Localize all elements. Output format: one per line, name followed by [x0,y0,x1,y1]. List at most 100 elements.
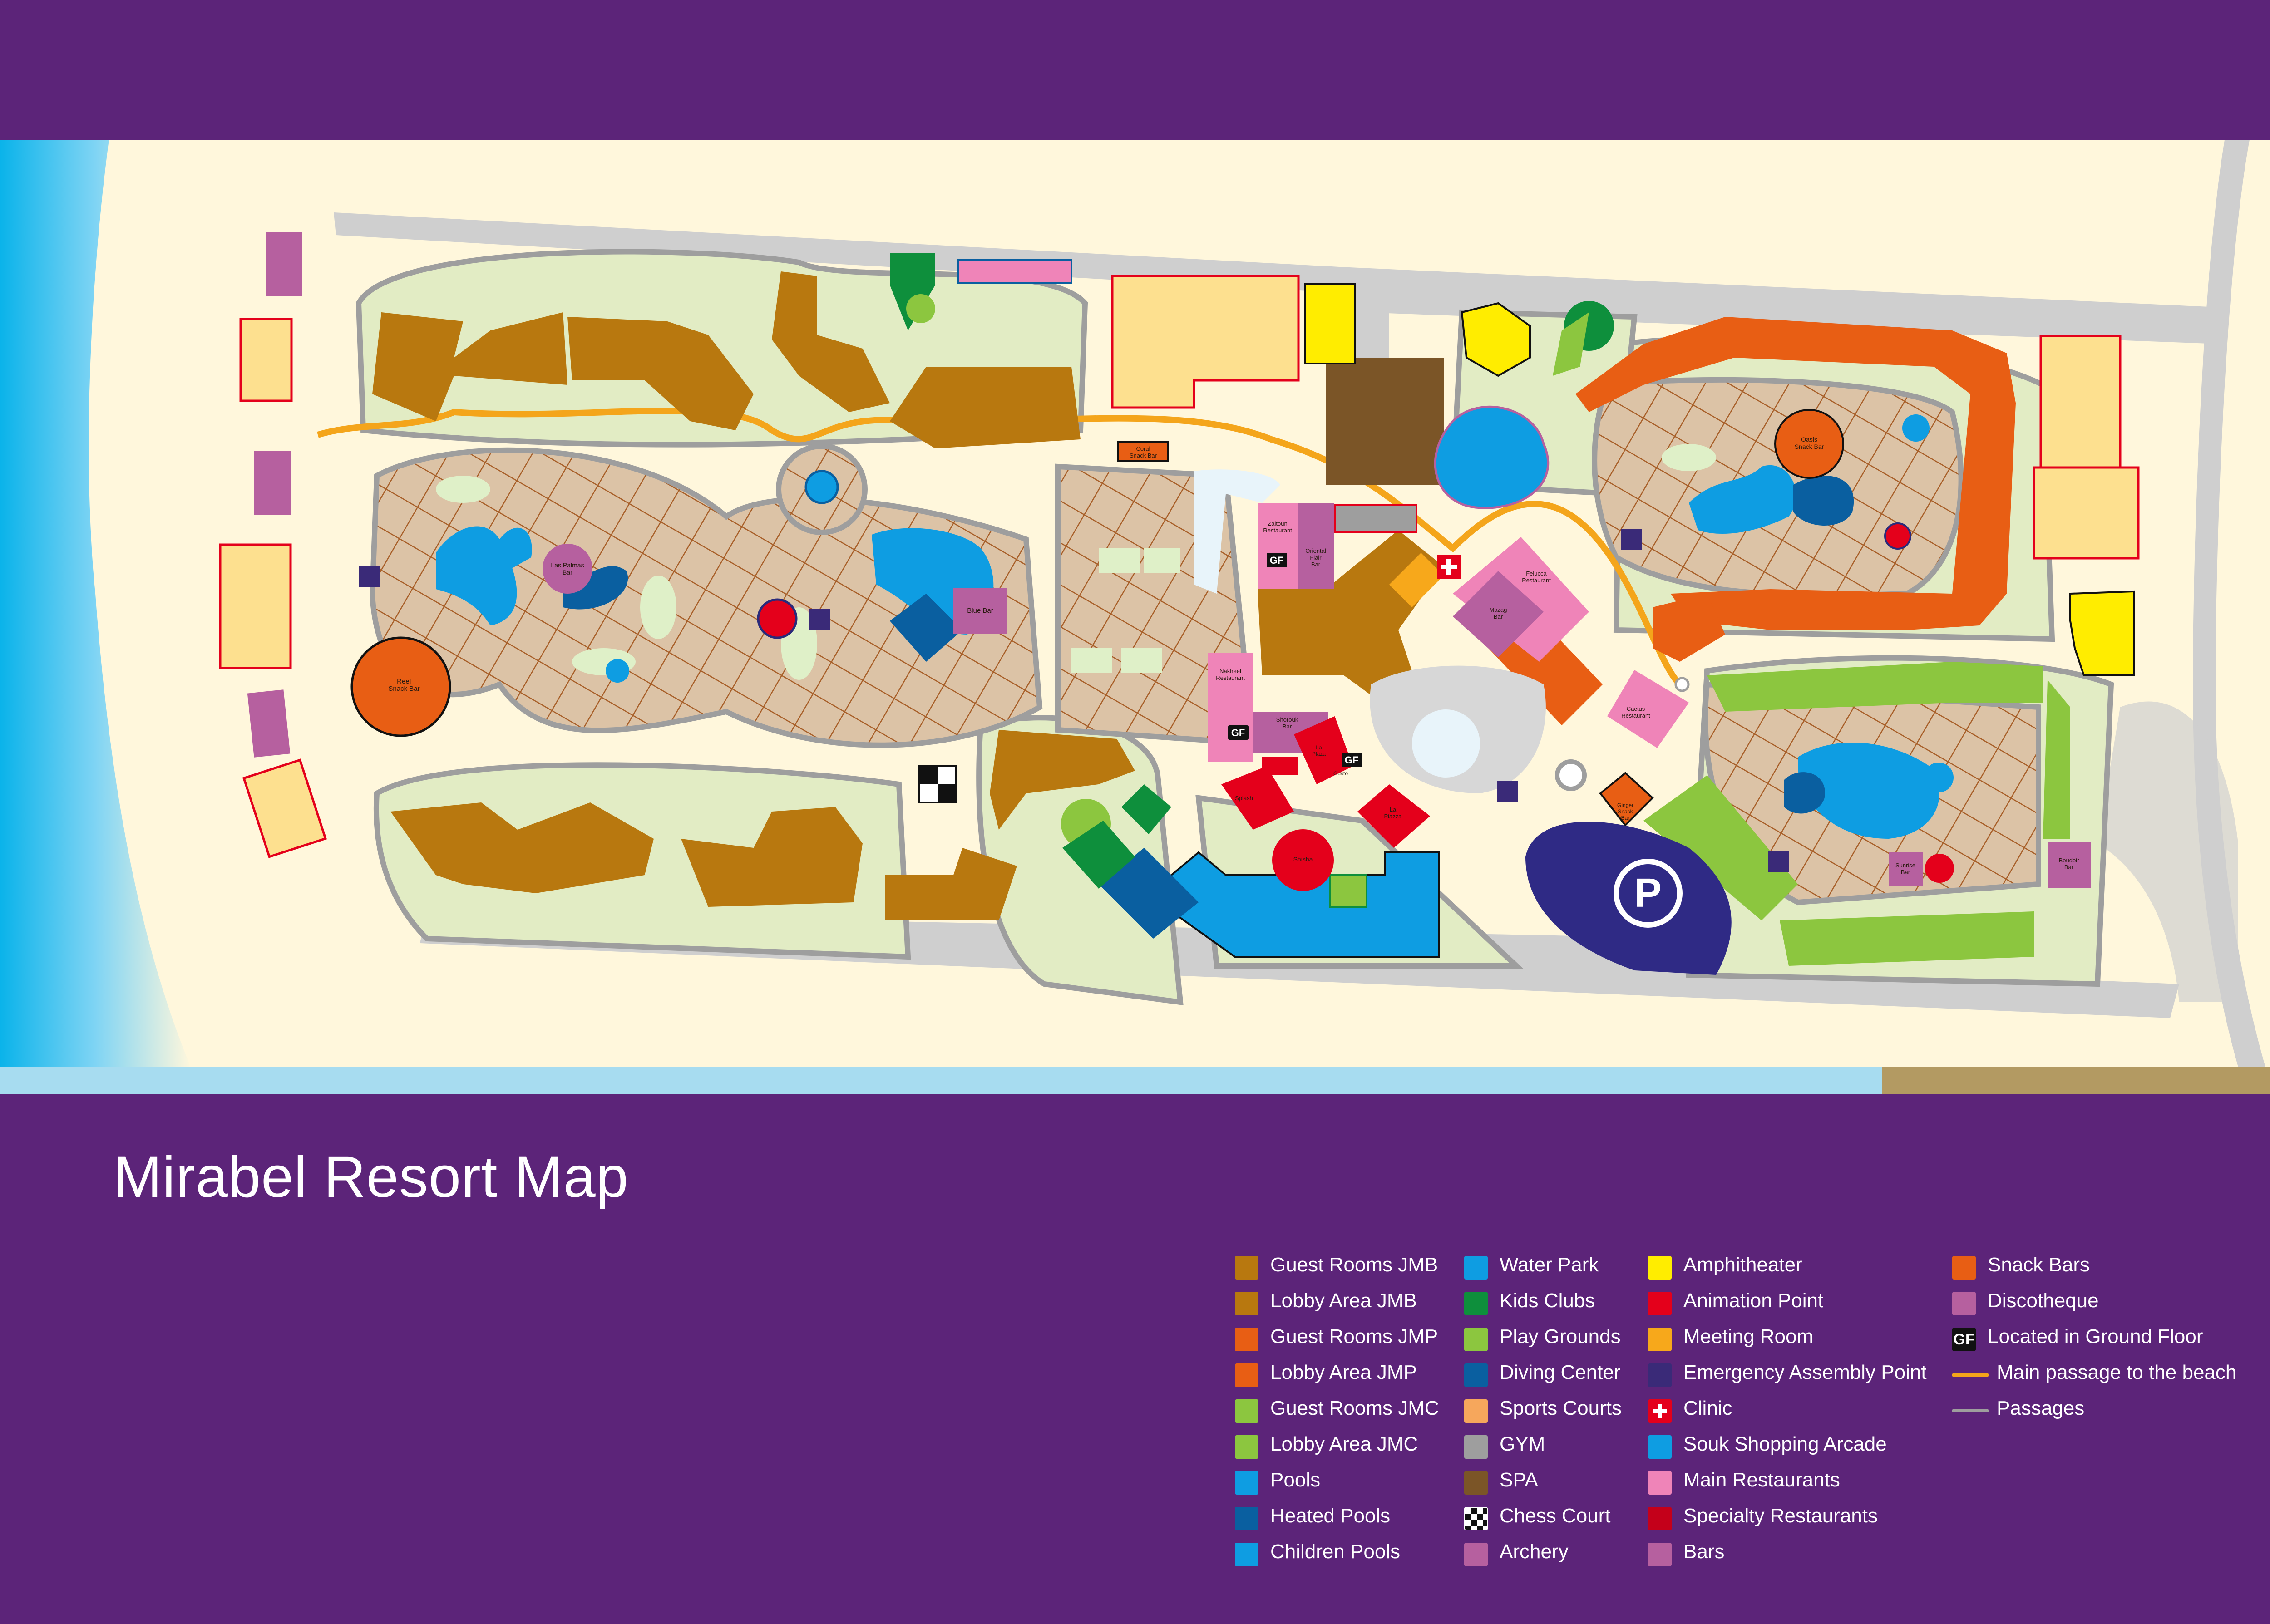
legend-label: Heated Pools [1270,1505,1391,1527]
kids-icon [1464,1292,1488,1315]
parking-letter: P [1634,871,1662,916]
header-band [0,0,2270,140]
road-junction [2097,701,2238,1002]
road-entrance [1348,294,1389,358]
garden-blobs [436,444,1716,680]
legend-label: Meeting Room [1683,1325,1814,1348]
cocktail-icon [1648,1543,1672,1566]
restaurants [1208,503,1689,762]
las-palmas-bar-marker [543,544,592,594]
legend-label: Chess Court [1500,1505,1611,1527]
square-icon [1235,1507,1258,1530]
splash-label: Splash [1235,795,1253,802]
legend-label: Diving Center [1500,1361,1621,1383]
gf-icon: GF [1952,1328,1976,1351]
souk-path [1194,469,1280,594]
line-icon [1952,1373,1989,1377]
small-circles [606,414,1954,883]
square-icon [1464,1471,1488,1495]
gf-badge-gusto: GF [1345,754,1359,766]
cutlery-icon [1648,1507,1672,1530]
legend-label: Main Restaurants [1683,1469,1840,1491]
spa-building [1326,358,1444,485]
sea [0,140,191,1067]
snack-icon [1952,1256,1976,1280]
cutlery-icon [1648,1471,1672,1495]
amphitheaters [1304,283,2135,676]
legend-label: Kids Clubs [1500,1289,1595,1312]
legend-label: Guest Rooms JMP [1270,1325,1438,1348]
guest-rooms-jmc [1643,662,2070,966]
shisha-label: Shisha [1293,856,1313,863]
legend-label: GYM [1500,1433,1545,1455]
bed-icon [1235,1399,1258,1423]
legend-label: Lobby Area JMP [1270,1361,1417,1383]
central-plaza [1370,665,1690,793]
square-icon [1464,1435,1488,1459]
square-icon [1464,1256,1488,1280]
child-pool-icon [1235,1543,1258,1566]
legend-label: Sports Courts [1500,1397,1622,1419]
square-icon [1648,1328,1672,1351]
pools [436,405,1939,958]
legend-label: Animation Point [1683,1289,1824,1312]
parking-area [1525,822,1732,975]
legend-label: Souk Shopping Arcade [1683,1433,1887,1455]
square-icon [1648,1292,1672,1315]
archery-icon [1464,1543,1488,1566]
legend-label: Bars [1683,1540,1725,1563]
bar-blocks [247,232,2091,888]
line-icon [1952,1409,1989,1412]
checker-icon [1464,1507,1488,1530]
divider-stripe-gold [1882,1067,2270,1094]
legend-label: Children Pools [1270,1540,1401,1563]
legend-label: Passages [1997,1397,2085,1419]
legend-label: Main passage to the beach [1997,1361,2237,1383]
square-icon [1235,1363,1258,1387]
legend-label: Discotheque [1988,1289,2099,1312]
specialty-restaurants [1221,716,1430,891]
clinic-marker [1437,555,1461,579]
playground-icon [1464,1328,1488,1351]
main-passage-to-beach [316,407,1683,687]
legend-label: Emergency Assembly Point [1683,1361,1927,1383]
legend-label: Specialty Restaurants [1683,1505,1878,1527]
archery-strip [957,259,1072,284]
page-title: Mirabel Resort Map [114,1145,629,1210]
gf-badge-nakheel: GF [1231,727,1245,738]
sunrise-bar-marker [1889,852,1923,886]
legend-label: Water Park [1500,1254,1599,1276]
legend-label: Lobby Area JMC [1270,1433,1418,1455]
square-icon [1648,1256,1672,1280]
legend-label: Pools [1270,1469,1321,1491]
racket-icon [1464,1399,1488,1423]
square-icon [1648,1435,1672,1459]
sports-courts [219,275,2140,858]
blue-bar-label: Blue Bar [967,607,993,615]
legend-label: Located in Ground Floor [1988,1325,2203,1348]
legend-label: Archery [1500,1540,1569,1563]
square-icon [1952,1292,1976,1315]
snack-bars [350,409,1844,827]
square-icon [1235,1292,1258,1315]
bed-icon [1235,1328,1258,1351]
assembly-points [359,529,1789,872]
bed-icon [1235,1256,1258,1280]
legend-label: Amphitheater [1683,1254,1802,1276]
kids-and-playgrounds [890,253,1614,908]
